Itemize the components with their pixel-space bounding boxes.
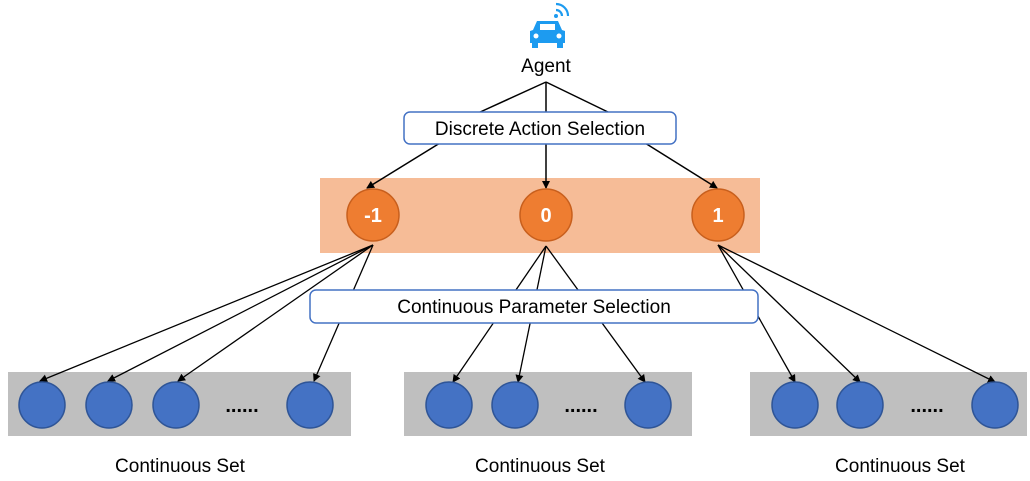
parameter-node: [971, 381, 1019, 429]
parameter-node: [771, 381, 819, 429]
set-ellipsis: ......: [910, 395, 943, 417]
parameter-node: [152, 381, 200, 429]
continuous-set-3: [771, 381, 1019, 429]
continuous-set-label: Continuous Set: [835, 456, 966, 477]
continuous-parameter-selection-label: Continuous Parameter Selection: [397, 297, 671, 318]
parameter-node: [286, 381, 334, 429]
discrete-action-label: -1: [364, 205, 382, 227]
set-ellipsis: ......: [225, 395, 258, 417]
connected-car-icon: [530, 2, 570, 48]
agent-label: Agent: [521, 56, 571, 77]
parameter-node: [18, 381, 66, 429]
continuous-set-label: Continuous Set: [115, 456, 246, 477]
continuous-set-label: Continuous Set: [475, 456, 606, 477]
discrete-action-label: 0: [540, 205, 551, 227]
discrete-action-selection-label: Discrete Action Selection: [435, 119, 645, 140]
discrete-action-node: -1: [346, 188, 400, 242]
agent-to-discrete-edges: [477, 81, 611, 114]
discrete-action-node: 0: [519, 188, 573, 242]
continuous-set-2: [425, 381, 672, 429]
discrete-action-node: 1: [691, 188, 745, 242]
parameter-node: [85, 381, 133, 429]
parameter-node: [491, 381, 539, 429]
parameter-node: [624, 381, 672, 429]
continuous-parameter-selection-box: Continuous Parameter Selection: [309, 289, 759, 324]
continuous-set-1: [18, 381, 334, 429]
action-to-parameter-edges: [39, 244, 996, 383]
discrete-action-selection-box: Discrete Action Selection: [403, 111, 677, 145]
discrete-to-action-edges: [366, 142, 718, 189]
discrete-action-label: 1: [712, 205, 723, 227]
set-ellipsis: ......: [564, 395, 597, 417]
parameter-node: [836, 381, 884, 429]
parameter-node: [425, 381, 473, 429]
